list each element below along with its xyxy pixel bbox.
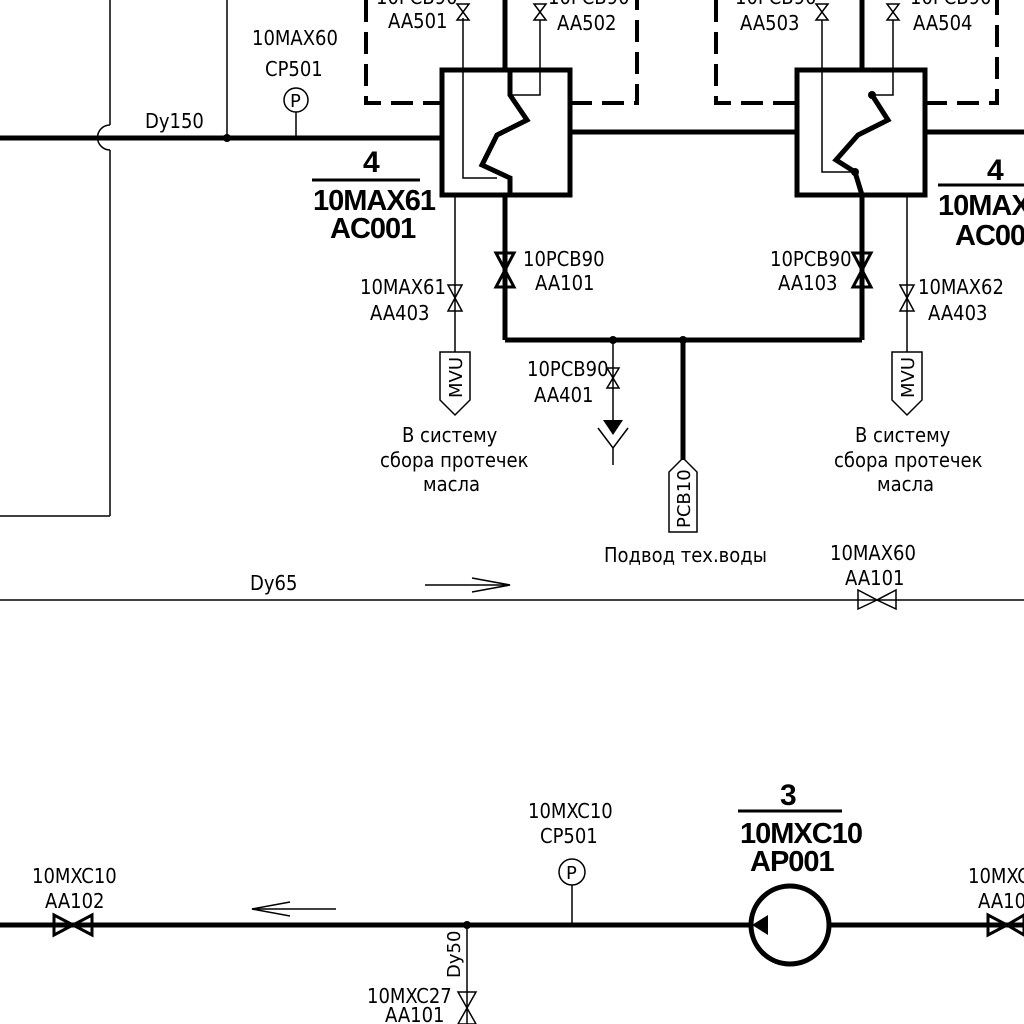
leak-text-right-3: масла [877,472,934,496]
valve-aa503-id: AA503 [740,11,800,35]
leak-text-left-1: В систему [402,423,498,447]
drain-arrow-icon [603,420,623,435]
valve-drain-right-icon [898,284,916,300]
exchanger-left-coil [478,70,531,195]
dashed-frame-left [364,0,442,105]
valve-mxc10-aa102-code: 10MXC10 [32,864,117,888]
pipe-size-dy150: Dy150 [145,109,204,133]
gauge-top-symbol: P [290,91,301,112]
valve-drain-left-id: AA403 [370,301,430,325]
valve-aa504-icon [885,3,901,14]
valve-mxc10-aa102-icon [52,912,77,938]
valve-drain-left-icon [446,284,464,300]
gauge-bottom-id: CP501 [540,824,598,848]
valve-aa503-icon [814,3,830,14]
gauge-top-id: CP501 [265,57,323,81]
valve-pcb-aa103-id: AA103 [778,271,838,295]
valve-aa501-icon [455,3,471,14]
cooler-left-code: 10MAX61 [313,185,436,217]
leak-text-right-1: В систему [855,423,951,447]
mvu-right-connector [891,351,923,417]
pump-number: 3 [780,779,797,812]
valve-pcb-aa401-id: AA401 [534,383,594,407]
cooler-right-id: AC001 [955,220,1024,252]
exchanger-left-inner-line2 [510,20,541,96]
valve-mxc27-icon [456,991,478,1010]
valve-pcb-aa103-icon [850,251,874,274]
exchanger-right-inner-line [821,20,855,173]
valve-mxc27-id: AA101 [385,1003,445,1024]
mvu-left-connector [439,351,471,417]
valve-mxc27-code: 10MXC27 [367,984,452,1008]
pcb10-label: PCB10 [674,469,695,528]
pump-icon [748,883,832,967]
valve-pcb-aa101-id: AA101 [535,271,595,295]
valve-aa504-id: AA504 [913,11,973,35]
valve-drain-right-code: 10MAX62 [918,275,1004,299]
cooler-right-number: 4 [987,154,1004,187]
exchanger-left-inner-line [462,18,497,179]
gauge-bottom-symbol: P [566,863,577,884]
dashed-frame-left-r [570,0,639,105]
pipe-size-dy65: Dy65 [250,571,297,595]
valve-max60-code: 10MAX60 [830,541,916,565]
exchanger-right-inner-line2 [872,20,894,96]
pcb10-connector [668,456,698,533]
valve-pcb-aa101-code: 10PCB90 [523,247,605,271]
cooler-left-id: AC001 [330,213,416,245]
valve-mxc10-aa102-id: AA102 [45,889,105,913]
valve-aa501-id: AA501 [388,9,448,33]
valve-pcb-aa103-code: 10PCB90 [770,247,852,271]
valve-max60-id: AA101 [845,566,905,590]
dashed-frame-right [714,0,797,105]
leak-text-right-2: сбора протечек [834,448,983,472]
valve-mxc10-right-code: 10MXC [968,864,1024,888]
valve-mxc10-right-icon [986,912,1011,938]
leak-text-left-3: масла [423,472,480,496]
leak-text-left-2: сбора протечек [380,448,529,472]
cooler-left-number: 4 [363,146,380,179]
valve-max60-aa101-icon [857,588,879,611]
gauge-bottom-code: 10MXC10 [528,799,613,823]
exchanger-right-coil [832,93,892,196]
valve-aa502-code: 10PCB90 [548,0,630,9]
pump-code: 10MXC10 [740,818,862,850]
valve-pcb-aa401-icon [605,367,621,380]
dashed-frame-right-r [925,0,999,105]
pump-id: AP001 [750,846,835,878]
mvu-left-label: MVU [446,357,467,398]
valve-pcb-aa101-icon [493,251,517,274]
pipe-size-dy50: Dy50 [444,931,465,978]
valve-aa502-icon [532,3,548,14]
valve-aa504-code: 10PCB90 [910,0,992,9]
cooler-right-code: 10MAX62 [938,190,1024,222]
valve-drain-left-code: 10MAX61 [360,275,446,299]
valve-aa502-id: AA502 [557,11,617,35]
valve-aa503-code: 10PCB90 [735,0,817,9]
mvu-right-label: MVU [898,357,919,398]
valve-aa501-code: 10PCB90 [376,0,458,9]
valve-drain-right-id: AA403 [928,301,988,325]
valve-pcb-aa401-code: 10PCB90 [527,357,609,381]
valve-mxc10-right-id: AA10 [978,889,1024,913]
pump-direction-icon [752,915,768,935]
gauge-top-code: 10MAX60 [252,26,338,50]
water-supply-label: Подвод тех.воды [604,543,767,567]
